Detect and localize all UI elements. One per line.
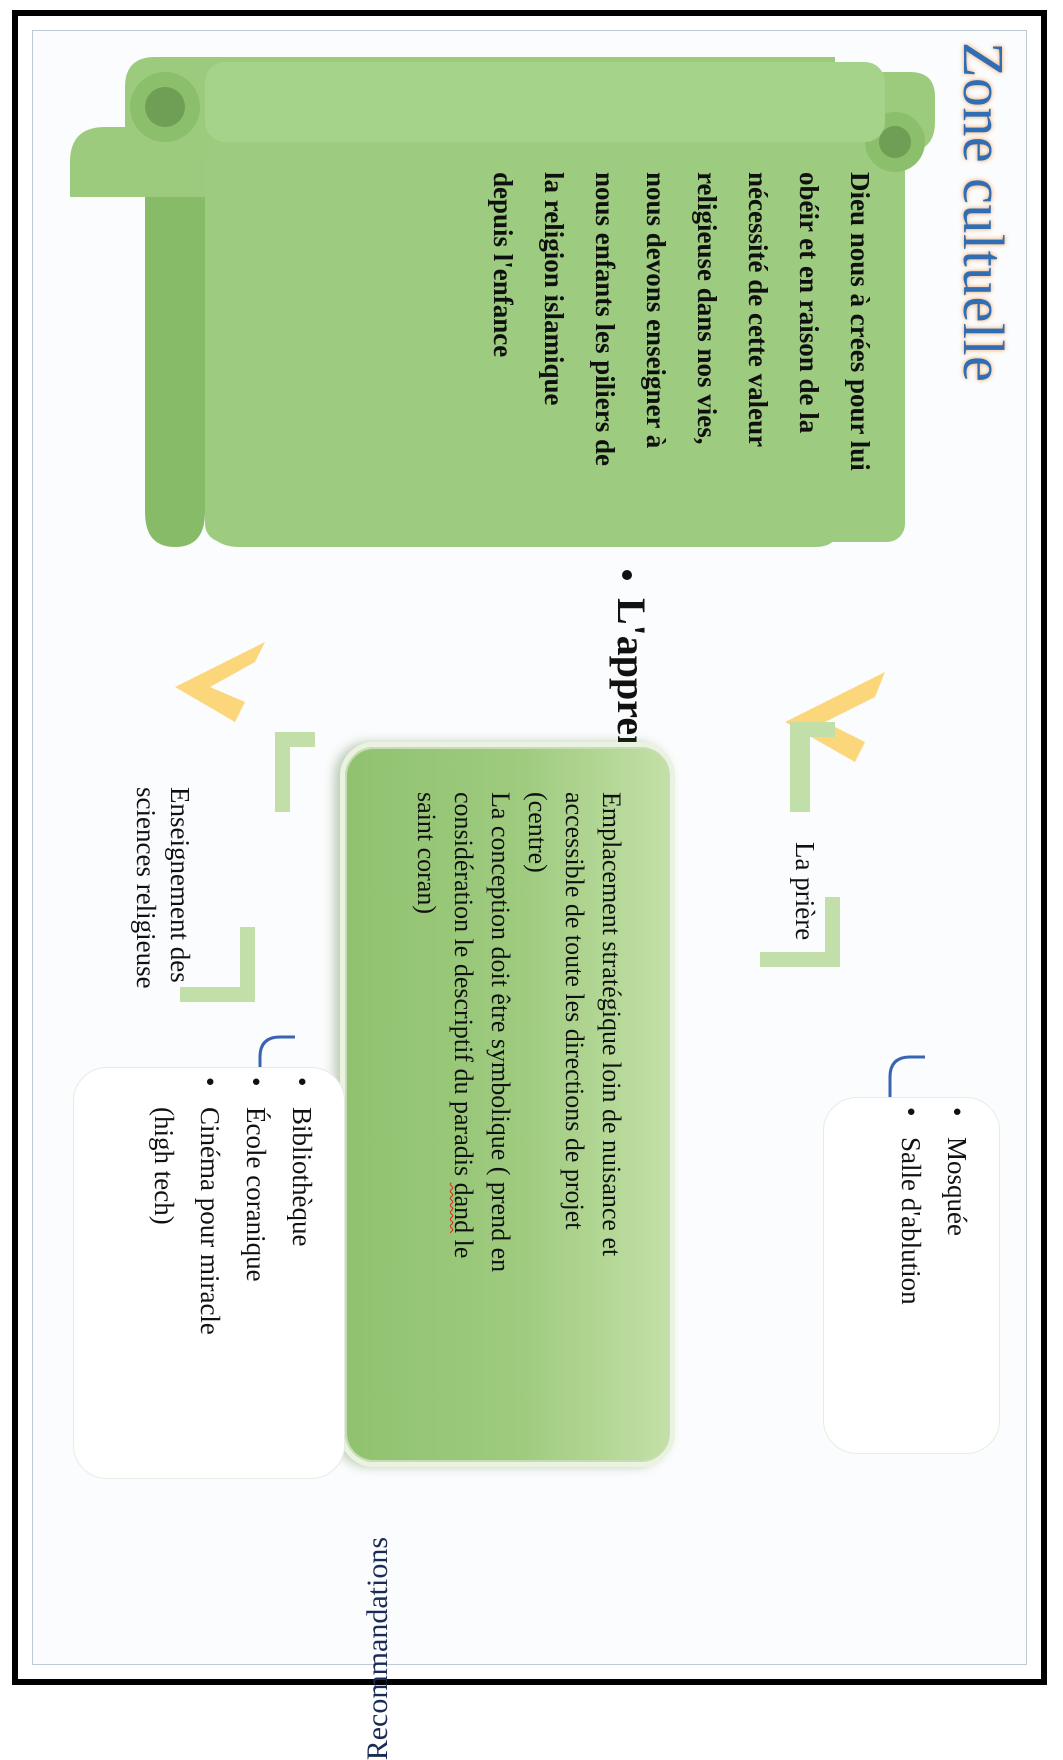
reco-line: considération le descriptif du paradis d… (445, 792, 482, 1432)
list-item-continuation: (high tech) (149, 1107, 179, 1225)
list-item: Salle d'ablution (888, 1107, 934, 1305)
chevron-yellow-top (785, 672, 885, 762)
chevron-green-3 (275, 732, 315, 812)
reco-line-5-start: considération le descriptif du paradis (449, 792, 478, 1177)
recommandations-text: Emplacement stratégique loin de nuisance… (408, 792, 630, 1432)
scroll-line: Dieu nous à crées pour lui (845, 172, 875, 471)
chevron-yellow-bottom (175, 642, 265, 722)
list-item: Bibliothèque (279, 1077, 325, 1335)
enseignement-line-2: sciences religieuse (131, 787, 161, 989)
recommandations-title: Recommandations (361, 1537, 394, 1760)
reco-line: Emplacement stratégique loin de nuisance… (597, 792, 626, 1257)
chevron-green-4 (180, 927, 255, 1002)
page-title: Zone cultuelle (951, 42, 1016, 383)
scroll-line: nous devons enseigner à (641, 172, 671, 449)
list-item: Cinéma pour miracle (187, 1077, 233, 1335)
enseignement-label: Enseignement des sciences religieuse (129, 787, 197, 989)
priere-list: Mosquée Salle d'ablution (888, 1107, 980, 1305)
enseignement-line-1: Enseignement des (165, 787, 195, 983)
scroll-line: religieuse dans nos vies, (692, 172, 722, 445)
reco-line-5-end: le (449, 1233, 478, 1259)
scroll-line: nous enfants les piliers de (590, 172, 620, 467)
chevron-green-1 (790, 722, 835, 812)
sciences-list: Bibliothèque École coranique Cinéma pour… (141, 1077, 325, 1335)
diagram-stage: Zone cultuelle Dieu nous à crées pour lu… (32, 22, 1035, 1760)
bullet-dot (622, 570, 633, 580)
chevron-green-2 (760, 897, 840, 967)
reco-line: (centre) (523, 792, 552, 873)
scroll-line: la religion islamique (539, 172, 569, 406)
list-item: École coranique (233, 1077, 279, 1335)
reco-line: saint coran) (412, 792, 441, 915)
scroll-line: obéir et en raison de la (794, 172, 824, 434)
diagram-graphics (70, 57, 935, 1269)
reco-line: La conception doit être symbolique ( pre… (486, 792, 515, 1273)
scroll-line: nécessité de cette valeur (743, 172, 773, 448)
reco-line: accessible de toute les directions de pr… (560, 792, 589, 1230)
scroll-text: Dieu nous à crées pour lui obéir et en r… (477, 172, 885, 512)
scroll-line: depuis l'enfance (488, 172, 518, 358)
spelling-flag-word: dand (449, 1182, 478, 1234)
list-item: Mosquée (934, 1107, 980, 1305)
scroll-banner (70, 57, 935, 547)
priere-label: La prière (790, 842, 820, 941)
